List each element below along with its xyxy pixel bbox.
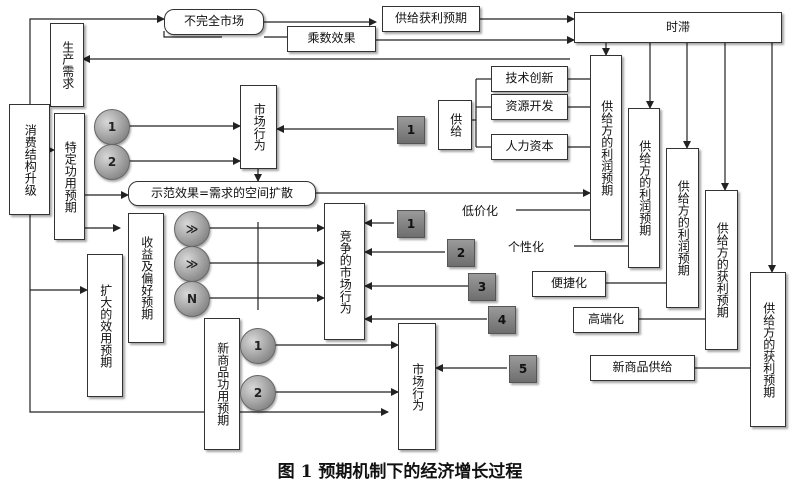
supply-profit-v2-label: 供给方的利润预期 (637, 140, 652, 236)
new-product-supply-label: 新商品供给 (612, 360, 673, 375)
human-capital-box: 人力资本 (491, 134, 568, 160)
lag-label: 时滞 (665, 19, 690, 34)
square-marker-5: 5 (509, 355, 537, 383)
square-marker-4: 4 (488, 306, 516, 334)
demonstration-effect-label: 示范效果=需求的空间扩散 (150, 185, 294, 200)
production-demand-label: 生产需求 (60, 41, 75, 89)
supply-box: 供给 (438, 100, 472, 150)
new-product-supply-box: 新商品供给 (590, 355, 695, 381)
supply-label: 供给 (448, 113, 463, 137)
square-marker-3: 3 (468, 273, 496, 301)
circle-marker-2: 2 (94, 144, 130, 180)
square-marker-2: 2 (447, 239, 475, 267)
market-behavior-2-label: 市场行为 (410, 362, 425, 411)
consumption-upgrade-label: 消费结构升级 (23, 123, 38, 196)
human-capital-label: 人力资本 (505, 139, 554, 154)
circle-marker-new-2: 2 (240, 375, 276, 411)
low-price-label: 低价化 (462, 204, 499, 218)
supply-profit-vertical-4: 供给方的获利预期 (705, 190, 738, 350)
supply-profit-vertical-5: 供给方的获利预期 (750, 272, 786, 427)
supply-profit-v4-label: 供给方的获利预期 (715, 222, 730, 318)
figure-caption: 图 1 预期机制下的经济增长过程 (277, 462, 523, 482)
convenience-box: 便捷化 (532, 271, 606, 297)
imperfect-market-label: 不完全市场 (183, 14, 244, 29)
supply-profit-vertical-2: 供给方的利润预期 (628, 108, 660, 268)
supply-profit-vertical-1: 供给方的利润预期 (590, 55, 622, 240)
competitive-market-label: 竞争的市场行为 (338, 229, 353, 314)
supply-profit-v5-label: 供给方的获利预期 (761, 301, 776, 398)
high-end-label: 高端化 (587, 312, 624, 327)
supply-profit-v1-label: 供给方的利润预期 (599, 99, 614, 196)
circle-marker-chevron-b: ≫ (174, 246, 210, 282)
demonstration-effect-box: 示范效果=需求的空间扩散 (128, 181, 316, 206)
personalization-label: 个性化 (508, 240, 545, 254)
consumption-upgrade-box: 消费结构升级 (9, 104, 50, 215)
multiplier-effect-label: 乘数效果 (307, 31, 356, 46)
circle-marker-n: N (174, 281, 210, 317)
tech-innovation-label: 技术创新 (505, 71, 554, 86)
high-end-box: 高端化 (573, 307, 639, 333)
income-preference-label: 收益及偏好预期 (139, 236, 154, 320)
supply-profit-v3-label: 供给方的利润预期 (676, 180, 691, 276)
market-behavior-2-box: 市场行为 (398, 323, 436, 450)
resource-development-box: 资源开发 (491, 94, 568, 120)
convenience-label: 便捷化 (550, 276, 587, 291)
lag-box: 时滞 (574, 12, 782, 43)
circle-marker-chevron-a: ≫ (174, 211, 210, 247)
supply-profit-expectation-top-box: 供给获利预期 (382, 6, 480, 32)
competitive-market-box: 竞争的市场行为 (324, 203, 365, 340)
specific-utility-label: 特定功用预期 (63, 140, 78, 213)
resource-development-label: 资源开发 (505, 99, 554, 114)
imperfect-market-box: 不完全市场 (164, 9, 264, 35)
tech-innovation-box: 技术创新 (491, 66, 568, 92)
supply-profit-vertical-3: 供给方的利润预期 (666, 148, 699, 308)
new-product-utility-label: 新商品功用预期 (215, 342, 230, 426)
circle-marker-1: 1 (94, 109, 130, 145)
expanded-utility-box: 扩大的效用预期 (87, 254, 123, 397)
expanded-utility-label: 扩大的效用预期 (98, 283, 113, 368)
multiplier-effect-box: 乘数效果 (287, 26, 376, 52)
market-behavior-1-label: 市场行为 (252, 103, 267, 151)
new-product-utility-box: 新商品功用预期 (204, 318, 240, 450)
income-preference-box: 收益及偏好预期 (128, 213, 164, 343)
market-behavior-1-box: 市场行为 (240, 85, 277, 169)
square-marker-1: 1 (397, 210, 425, 238)
square-marker-market-1: 1 (397, 116, 425, 144)
supply-profit-top-label: 供给获利预期 (394, 11, 467, 26)
production-demand-box: 生产需求 (50, 23, 84, 107)
circle-marker-new-1: 1 (240, 328, 276, 364)
specific-utility-box: 特定功用预期 (54, 113, 85, 240)
